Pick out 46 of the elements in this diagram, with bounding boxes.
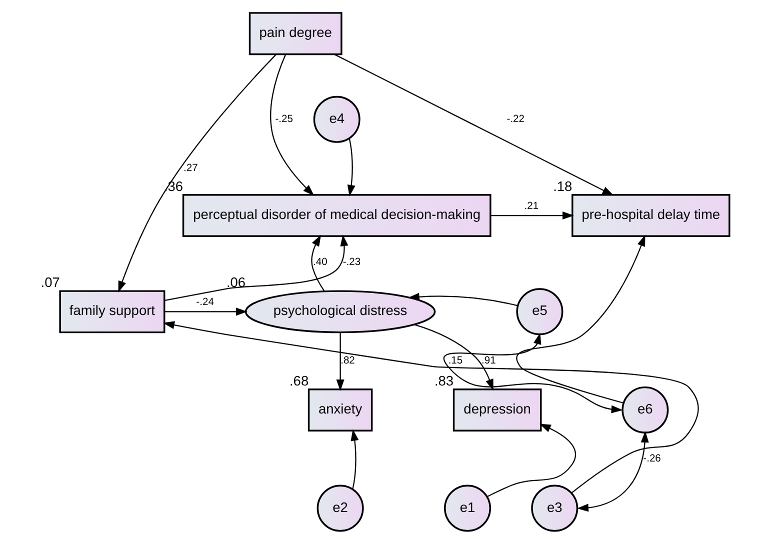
arrow: [118, 54, 276, 293]
arrow: [350, 429, 358, 489]
edge-label: .91: [481, 355, 496, 366]
node-label: .07: [40, 275, 60, 290]
arrow: [334, 54, 614, 196]
edge-label: -.25: [274, 114, 293, 125]
node-circle: e4: [312, 96, 360, 143]
arrow: [162, 321, 698, 494]
node-box: family support: [58, 290, 165, 334]
edge-label: -.23: [342, 257, 360, 268]
edge-label: .27: [183, 163, 198, 174]
node-box: pre-hospital delay time: [571, 194, 730, 238]
edge-label: -.22: [506, 114, 524, 125]
node-circle: e5: [516, 288, 563, 336]
edge-label: .21: [524, 200, 538, 212]
edge-label: -.26: [642, 454, 660, 465]
node-circle: e2: [316, 484, 364, 532]
node-label: .68: [288, 373, 308, 388]
arrow: [490, 212, 574, 220]
arrow: [516, 234, 645, 404]
node-ellipse: psychological distress: [244, 290, 436, 334]
node-circle: e6: [621, 386, 668, 434]
arrow: [443, 332, 622, 414]
arrow: [407, 292, 517, 306]
arrow: [486, 424, 576, 498]
arrow: [346, 138, 355, 196]
node-box: depression: [452, 388, 542, 432]
arrow: [270, 54, 314, 196]
arrow: [310, 234, 324, 292]
edge-label: -.24: [196, 297, 214, 308]
arrow: [414, 324, 493, 391]
node-label: .83: [434, 373, 454, 388]
node-box: perceptual disorder of medical decision-making: [182, 194, 491, 238]
edge-label: .15: [448, 355, 462, 366]
arrow: [576, 431, 648, 512]
node-box: pain degree: [248, 12, 342, 56]
arrow: [336, 332, 344, 392]
arrow: [164, 308, 247, 316]
edge-label: .82: [340, 355, 354, 366]
node-label: .06: [226, 275, 246, 290]
node-box: anxiety: [307, 388, 372, 432]
node-label: .18: [552, 179, 572, 194]
arrow: [164, 234, 348, 301]
node-circle: e3: [530, 484, 578, 532]
node-circle: e1: [444, 484, 491, 532]
edge-label: .40: [312, 257, 327, 268]
